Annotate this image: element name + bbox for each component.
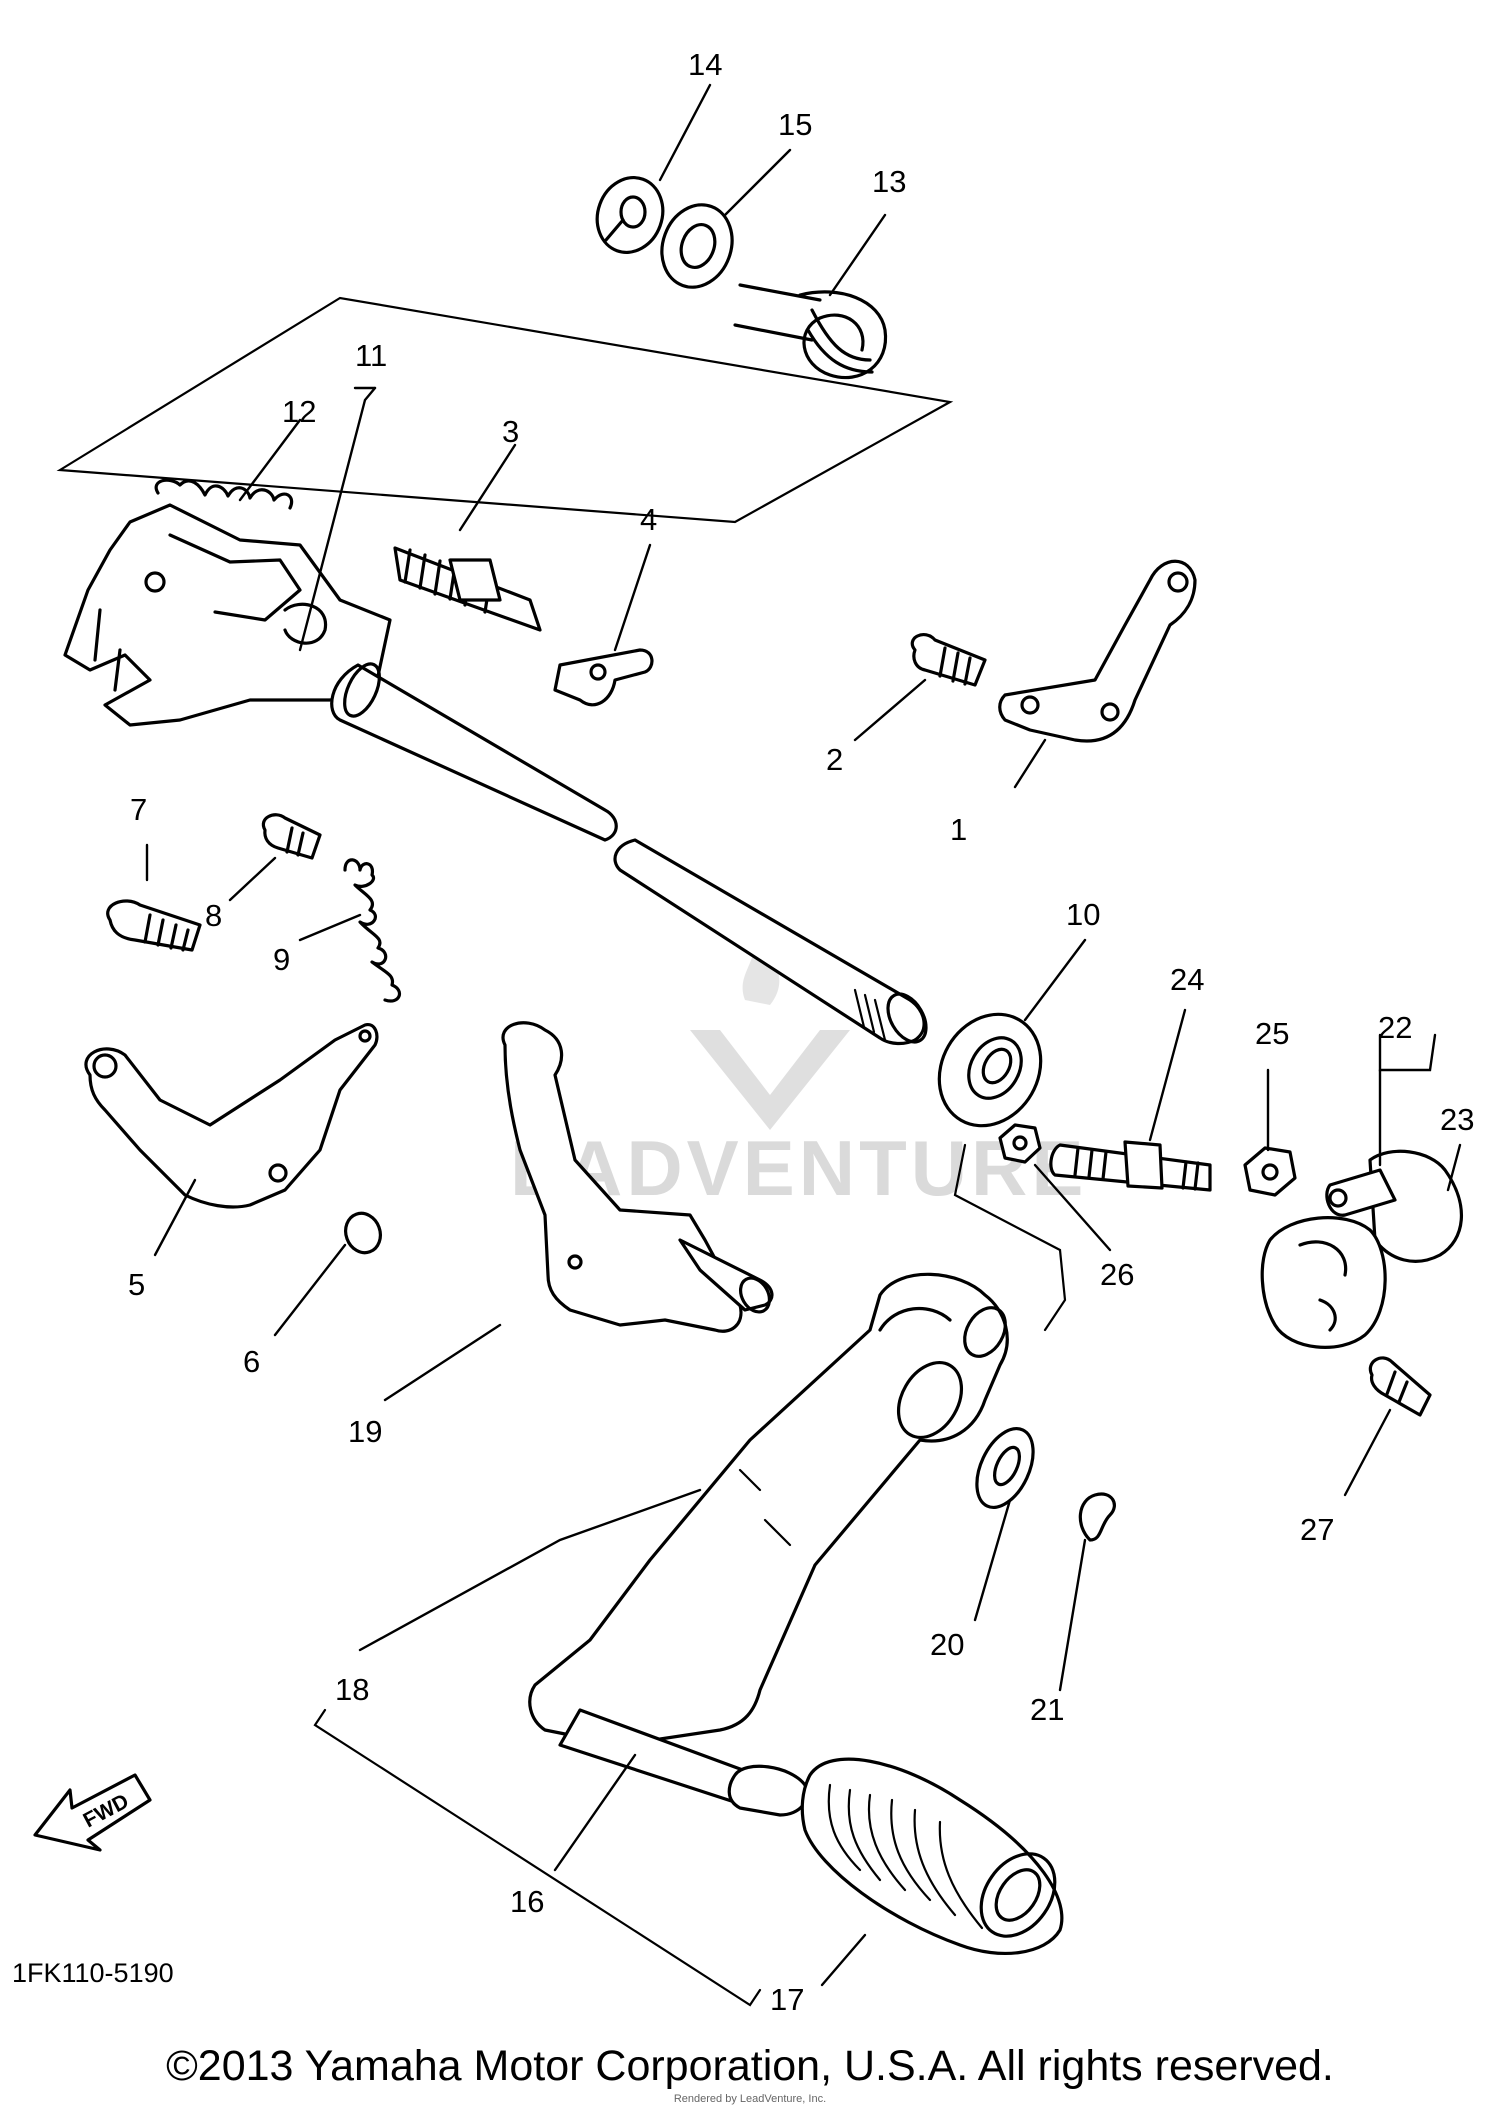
callout-10: 10 <box>1066 897 1100 932</box>
part-3-stud <box>393 546 542 632</box>
callout-22: 22 <box>1378 1010 1412 1045</box>
callout-7: 7 <box>130 792 147 827</box>
part-18-shift-pedal <box>528 1272 1009 1747</box>
part-19-lever <box>501 1021 774 1333</box>
part-13-torsion-spring <box>733 283 888 380</box>
callout-1: 1 <box>950 812 967 847</box>
callout-27: 27 <box>1300 1512 1334 1547</box>
part-7-bolt <box>106 899 202 952</box>
callout-2: 2 <box>826 742 843 777</box>
part-14-circlip <box>595 176 665 254</box>
part-15-washer <box>660 203 734 289</box>
callout-4: 4 <box>640 502 657 537</box>
catalog-code: 1FK110-5190 <box>12 1958 174 1988</box>
part-22-joint <box>1260 1216 1387 1349</box>
callout-17: 17 <box>770 1982 804 2017</box>
part-27-bolt <box>1368 1356 1432 1417</box>
callout-5: 5 <box>128 1267 145 1302</box>
callout-8: 8 <box>205 898 222 933</box>
part-5-lever <box>84 1022 379 1209</box>
callout-12: 12 <box>282 394 316 429</box>
assembly-bracket-18 <box>313 1708 762 2007</box>
callout-21: 21 <box>1030 1692 1064 1727</box>
callout-25: 25 <box>1255 1016 1289 1051</box>
callout-15: 15 <box>778 107 812 142</box>
part-25-nut <box>1243 1146 1297 1197</box>
callout-13: 13 <box>872 164 906 199</box>
part-1-plate <box>998 559 1197 743</box>
part-8-bolt <box>261 813 322 860</box>
part-10-oil-seal <box>937 1012 1043 1128</box>
callout-19: 19 <box>348 1414 382 1449</box>
part-11-shift-shaft <box>63 503 928 1046</box>
part-23-joint <box>1325 1149 1464 1263</box>
copyright-notice: ©2013 Yamaha Motor Corporation, U.S.A. A… <box>166 2042 1334 2090</box>
leader-lines <box>145 83 1462 1987</box>
callout-18: 18 <box>335 1672 369 1707</box>
callout-23: 23 <box>1440 1102 1474 1137</box>
callout-9: 9 <box>273 942 290 977</box>
callout-labels: 1 2 3 4 5 6 7 8 9 10 11 12 13 14 15 16 1… <box>128 47 1474 2017</box>
callout-24: 24 <box>1170 962 1204 997</box>
part-12-spring <box>154 478 294 510</box>
part-4-stopper <box>553 648 654 707</box>
part-20-washer <box>975 1427 1035 1509</box>
part-24-rod <box>1049 1140 1212 1192</box>
callout-6: 6 <box>243 1344 260 1379</box>
part-17-rubber <box>800 1757 1064 1956</box>
fwd-arrow: FWD <box>33 1773 152 1852</box>
callout-26: 26 <box>1100 1257 1134 1292</box>
callout-20: 20 <box>930 1627 964 1662</box>
part-9-spring <box>343 858 402 1003</box>
callout-16: 16 <box>510 1884 544 1919</box>
part-26-nut <box>998 1123 1042 1164</box>
assembly-bracket-11 <box>56 296 954 524</box>
part-2-bolt <box>910 633 987 687</box>
callout-14: 14 <box>688 47 722 82</box>
part-16-pedal-shaft <box>558 1708 809 1817</box>
assembly-bracket-24-26 <box>953 1143 1067 1332</box>
part-6-collar <box>344 1211 382 1255</box>
callout-11: 11 <box>355 338 387 373</box>
part-21-clip <box>1078 1492 1116 1542</box>
rendered-by-note: Rendered by LeadVenture, Inc. <box>673 2093 827 2105</box>
callout-3: 3 <box>502 414 519 449</box>
